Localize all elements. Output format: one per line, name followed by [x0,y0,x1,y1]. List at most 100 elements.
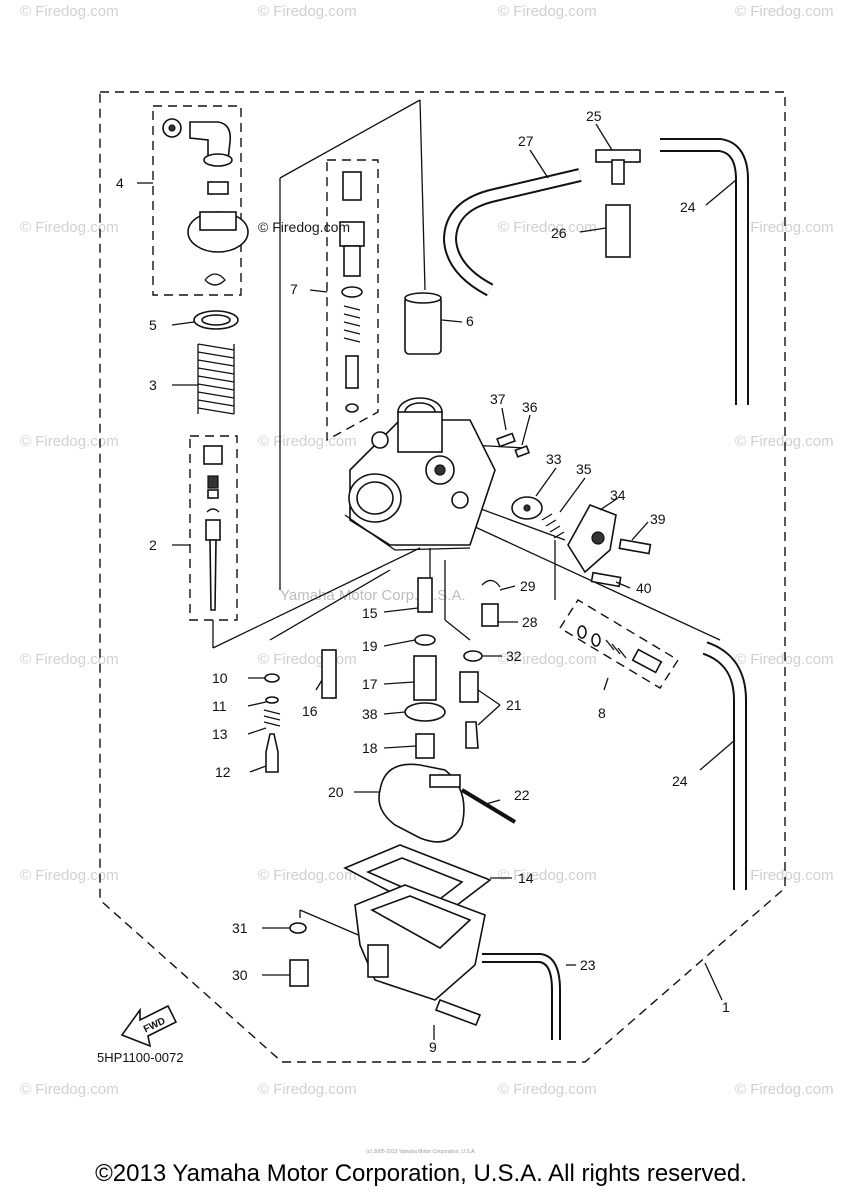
watermark: © Firedog.com [735,651,834,668]
watermark: © Firedog.com [20,867,119,884]
watermark: © Firedog.com [20,3,119,20]
part-21-needle [465,721,479,749]
callout-21: 21 [506,697,522,713]
assembly-boundary [99,91,786,1063]
callout-18: 18 [362,740,378,756]
part-34-hole [591,531,605,545]
part-9-drain-screw [434,998,482,1027]
watermark: © Firedog.com [20,433,119,450]
part-15-needle-jet [417,577,433,613]
part-21-float-valve-seat [459,671,479,703]
callout-leaders [137,123,737,1040]
part-36-screw [514,445,531,458]
part-10-oring [264,673,280,683]
callout-numbers: 4 5 3 2 7 6 10 11 13 12 16 15 19 17 38 1… [116,108,730,1055]
part-24-vent-hose-upper [660,138,749,405]
callout-23: 23 [580,957,596,973]
callout-16: 16 [302,703,318,719]
part-18-main-jet [415,733,435,759]
group-box-2 [189,435,238,621]
watermark: © Firedog.com [735,1081,834,1098]
watermark: © Firedog.com [735,867,834,884]
fwd-arrow-icon: FWD [120,1004,178,1048]
copyright-notice: ©2013 Yamaha Motor Corporation, U.S.A. A… [95,1160,747,1187]
watermark: © Firedog.com [258,1081,357,1098]
part-35-spring [541,513,565,539]
part-23-drain-hose [482,953,561,1040]
part-13-spring [263,709,281,727]
watermark: © Firedog.com [498,1081,597,1098]
callout-19: 19 [362,638,378,654]
part-17-main-jet-holder [413,655,437,701]
watermark: © Firedog.com [498,3,597,20]
callout-28: 28 [522,614,538,630]
part-38-washer [404,702,446,722]
part-8-pilot-screw-set [577,625,663,674]
callout-36: 36 [522,399,538,415]
part-3-spring [197,343,235,415]
leader-lines [212,99,721,941]
callout-25: 25 [586,108,602,124]
part-32-oring [463,650,483,662]
callout-9: 9 [429,1039,437,1055]
part-19-oring [414,634,436,646]
part-37-screw [496,432,516,448]
watermark: © Firedog.com [498,219,597,236]
callout-11: 11 [212,698,227,714]
callout-2: 2 [149,537,157,553]
watermark: © Firedog.com [258,651,357,668]
group-box-7 [326,159,379,442]
part-5-gasket-inner [201,314,231,326]
callout-29: 29 [520,578,536,594]
callout-24-upper: 24 [680,199,696,215]
callout-26: 26 [551,225,567,241]
callout-37: 37 [490,391,506,407]
group-box-8 [559,599,679,689]
callout-39: 39 [650,511,666,527]
callout-15: 15 [362,605,378,621]
part-31-washer [289,922,307,934]
part-26-hose [605,204,631,258]
watermark: © Firedog.com [258,433,357,450]
group-box-4 [152,105,242,296]
watermark: © Firedog.com [258,3,357,20]
part-11-washer [265,696,279,704]
watermark: © Firedog.com [498,867,597,884]
part-39-screw [618,538,652,555]
callout-1: 1 [722,999,730,1015]
part-12-throttle-stop-screw [265,733,279,773]
watermark: © Firedog.com [498,651,597,668]
part-40-screw [590,571,622,588]
callout-8: 8 [598,705,606,721]
callout-32: 32 [506,648,522,664]
callout-27: 27 [518,133,534,149]
part-4-fuel-inlet [162,118,249,286]
watermark: © Firedog.com [735,433,834,450]
callout-7: 7 [290,281,298,297]
callout-10: 10 [212,670,228,686]
part-28-screw [481,603,499,627]
callout-17: 17 [362,676,378,692]
part-33-center [523,504,531,512]
part-30-screw [289,959,309,987]
watermark-yamaha: Yamaha Motor Corp. U.S.A. [280,587,466,604]
callout-34: 34 [610,487,626,503]
watermark: © Firedog.com [735,219,834,236]
callout-13: 13 [212,726,228,742]
callout-31: 31 [232,920,248,936]
callout-40: 40 [636,580,652,596]
part-22-float-pin [460,788,517,824]
callout-22: 22 [514,787,530,803]
callout-24-lower: 24 [672,773,688,789]
part-16-pilot-jet [321,649,337,699]
part-6-cap-top [404,292,442,304]
part-29-clip [481,579,501,588]
watermark-grid: © Firedog.com © Firedog.com © Firedog.co… [20,3,834,1098]
part-25-t-joint [595,149,641,185]
callout-33: 33 [546,451,562,467]
fine-print: (c) 2005-2013 Yamaha Motor Corporation, … [366,1149,476,1155]
watermark: © Firedog.com [258,867,357,884]
part-2-jet-needle [203,445,223,611]
callout-4: 4 [116,175,124,191]
